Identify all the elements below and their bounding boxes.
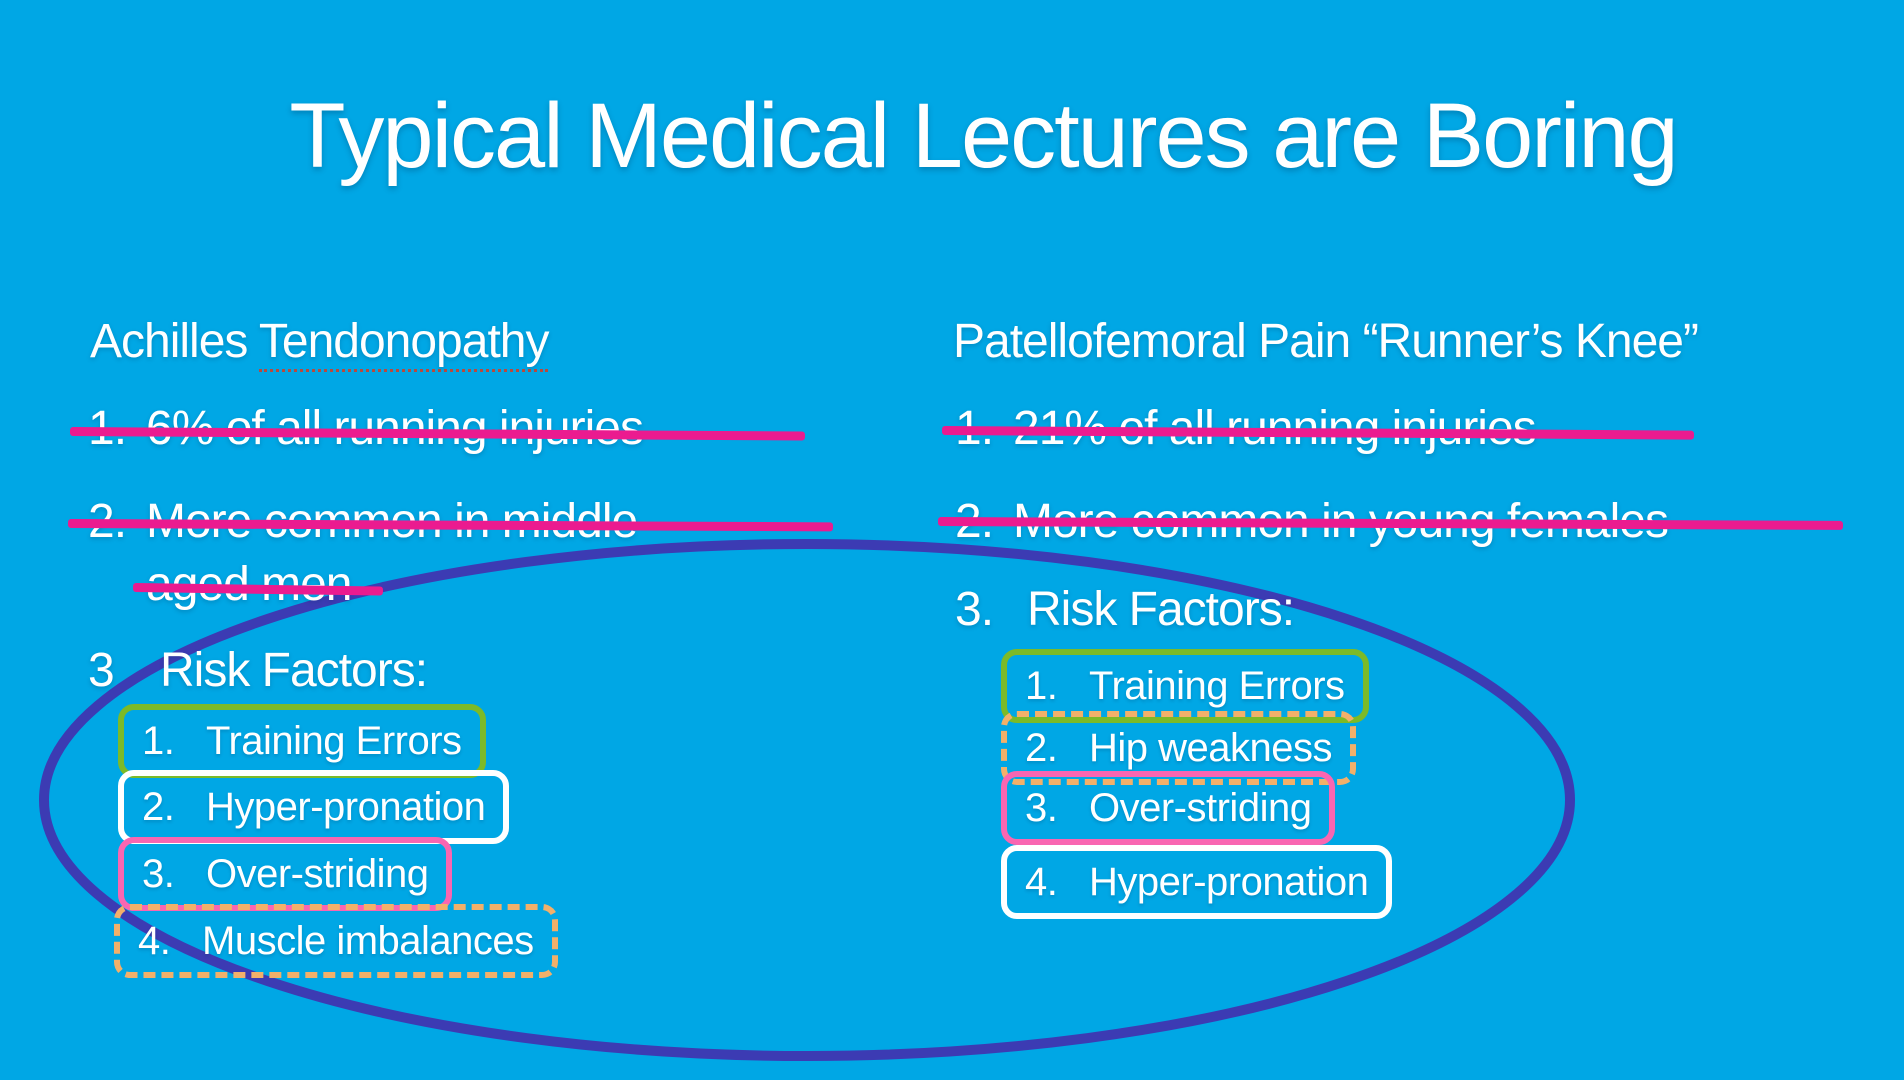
left-risk-3-label: Over-striding: [206, 852, 429, 896]
left-risk-factor-over-striding: 3. Over-striding: [118, 837, 453, 911]
right-risk-4-number: 4.: [1025, 860, 1058, 904]
left-risk-factor-muscle-imbalances: 4. Muscle imbalances: [114, 904, 558, 978]
left-item-3-text: Risk Factors:: [160, 644, 428, 697]
slide-title: Typical Medical Lectures are Boring: [289, 85, 1678, 187]
left-item-3-number: 3: [88, 644, 115, 697]
right-risk-2-label: Hip weakness: [1089, 726, 1333, 770]
right-item-3-number: 3.: [955, 583, 994, 636]
left-risk-2-number: 2.: [142, 785, 175, 829]
right-risk-factor-over-striding: 3. Over-striding: [1001, 771, 1336, 845]
right-risk-factor-hyper-pronation: 4. Hyper-pronation: [1001, 845, 1393, 919]
right-risk-3-label: Over-striding: [1089, 786, 1312, 830]
right-item-3-text: Risk Factors:: [1027, 583, 1295, 636]
left-heading-misspelled-word: Tendonopathy: [258, 315, 549, 372]
left-risk-2-label: Hyper-pronation: [206, 785, 486, 829]
left-risk-1-number: 1.: [142, 719, 175, 763]
right-risk-4-label: Hyper-pronation: [1089, 860, 1369, 904]
left-risk-4-label: Muscle imbalances: [202, 919, 534, 963]
left-risk-factor-hyper-pronation: 2. Hyper-pronation: [118, 770, 510, 844]
right-risk-1-number: 1.: [1025, 664, 1058, 708]
left-risk-3-number: 3.: [142, 852, 175, 896]
left-risk-1-label: Training Errors: [206, 719, 462, 763]
right-item-3: 3. Risk Factors:: [955, 583, 1295, 637]
left-item-3: 3 Risk Factors:: [88, 644, 428, 698]
left-risk-factor-training-errors: 1. Training Errors: [118, 704, 486, 778]
right-risk-2-number: 2.: [1025, 726, 1058, 770]
right-column-heading: Patellofemoral Pain “Runner’s Knee”: [953, 315, 1699, 368]
right-risk-3-number: 3.: [1025, 786, 1058, 830]
left-heading-prefix: Achilles: [90, 315, 259, 368]
left-column-heading: Achilles Tendonopathy: [90, 315, 549, 372]
left-risk-4-number: 4.: [138, 919, 171, 963]
right-risk-1-label: Training Errors: [1089, 664, 1345, 708]
